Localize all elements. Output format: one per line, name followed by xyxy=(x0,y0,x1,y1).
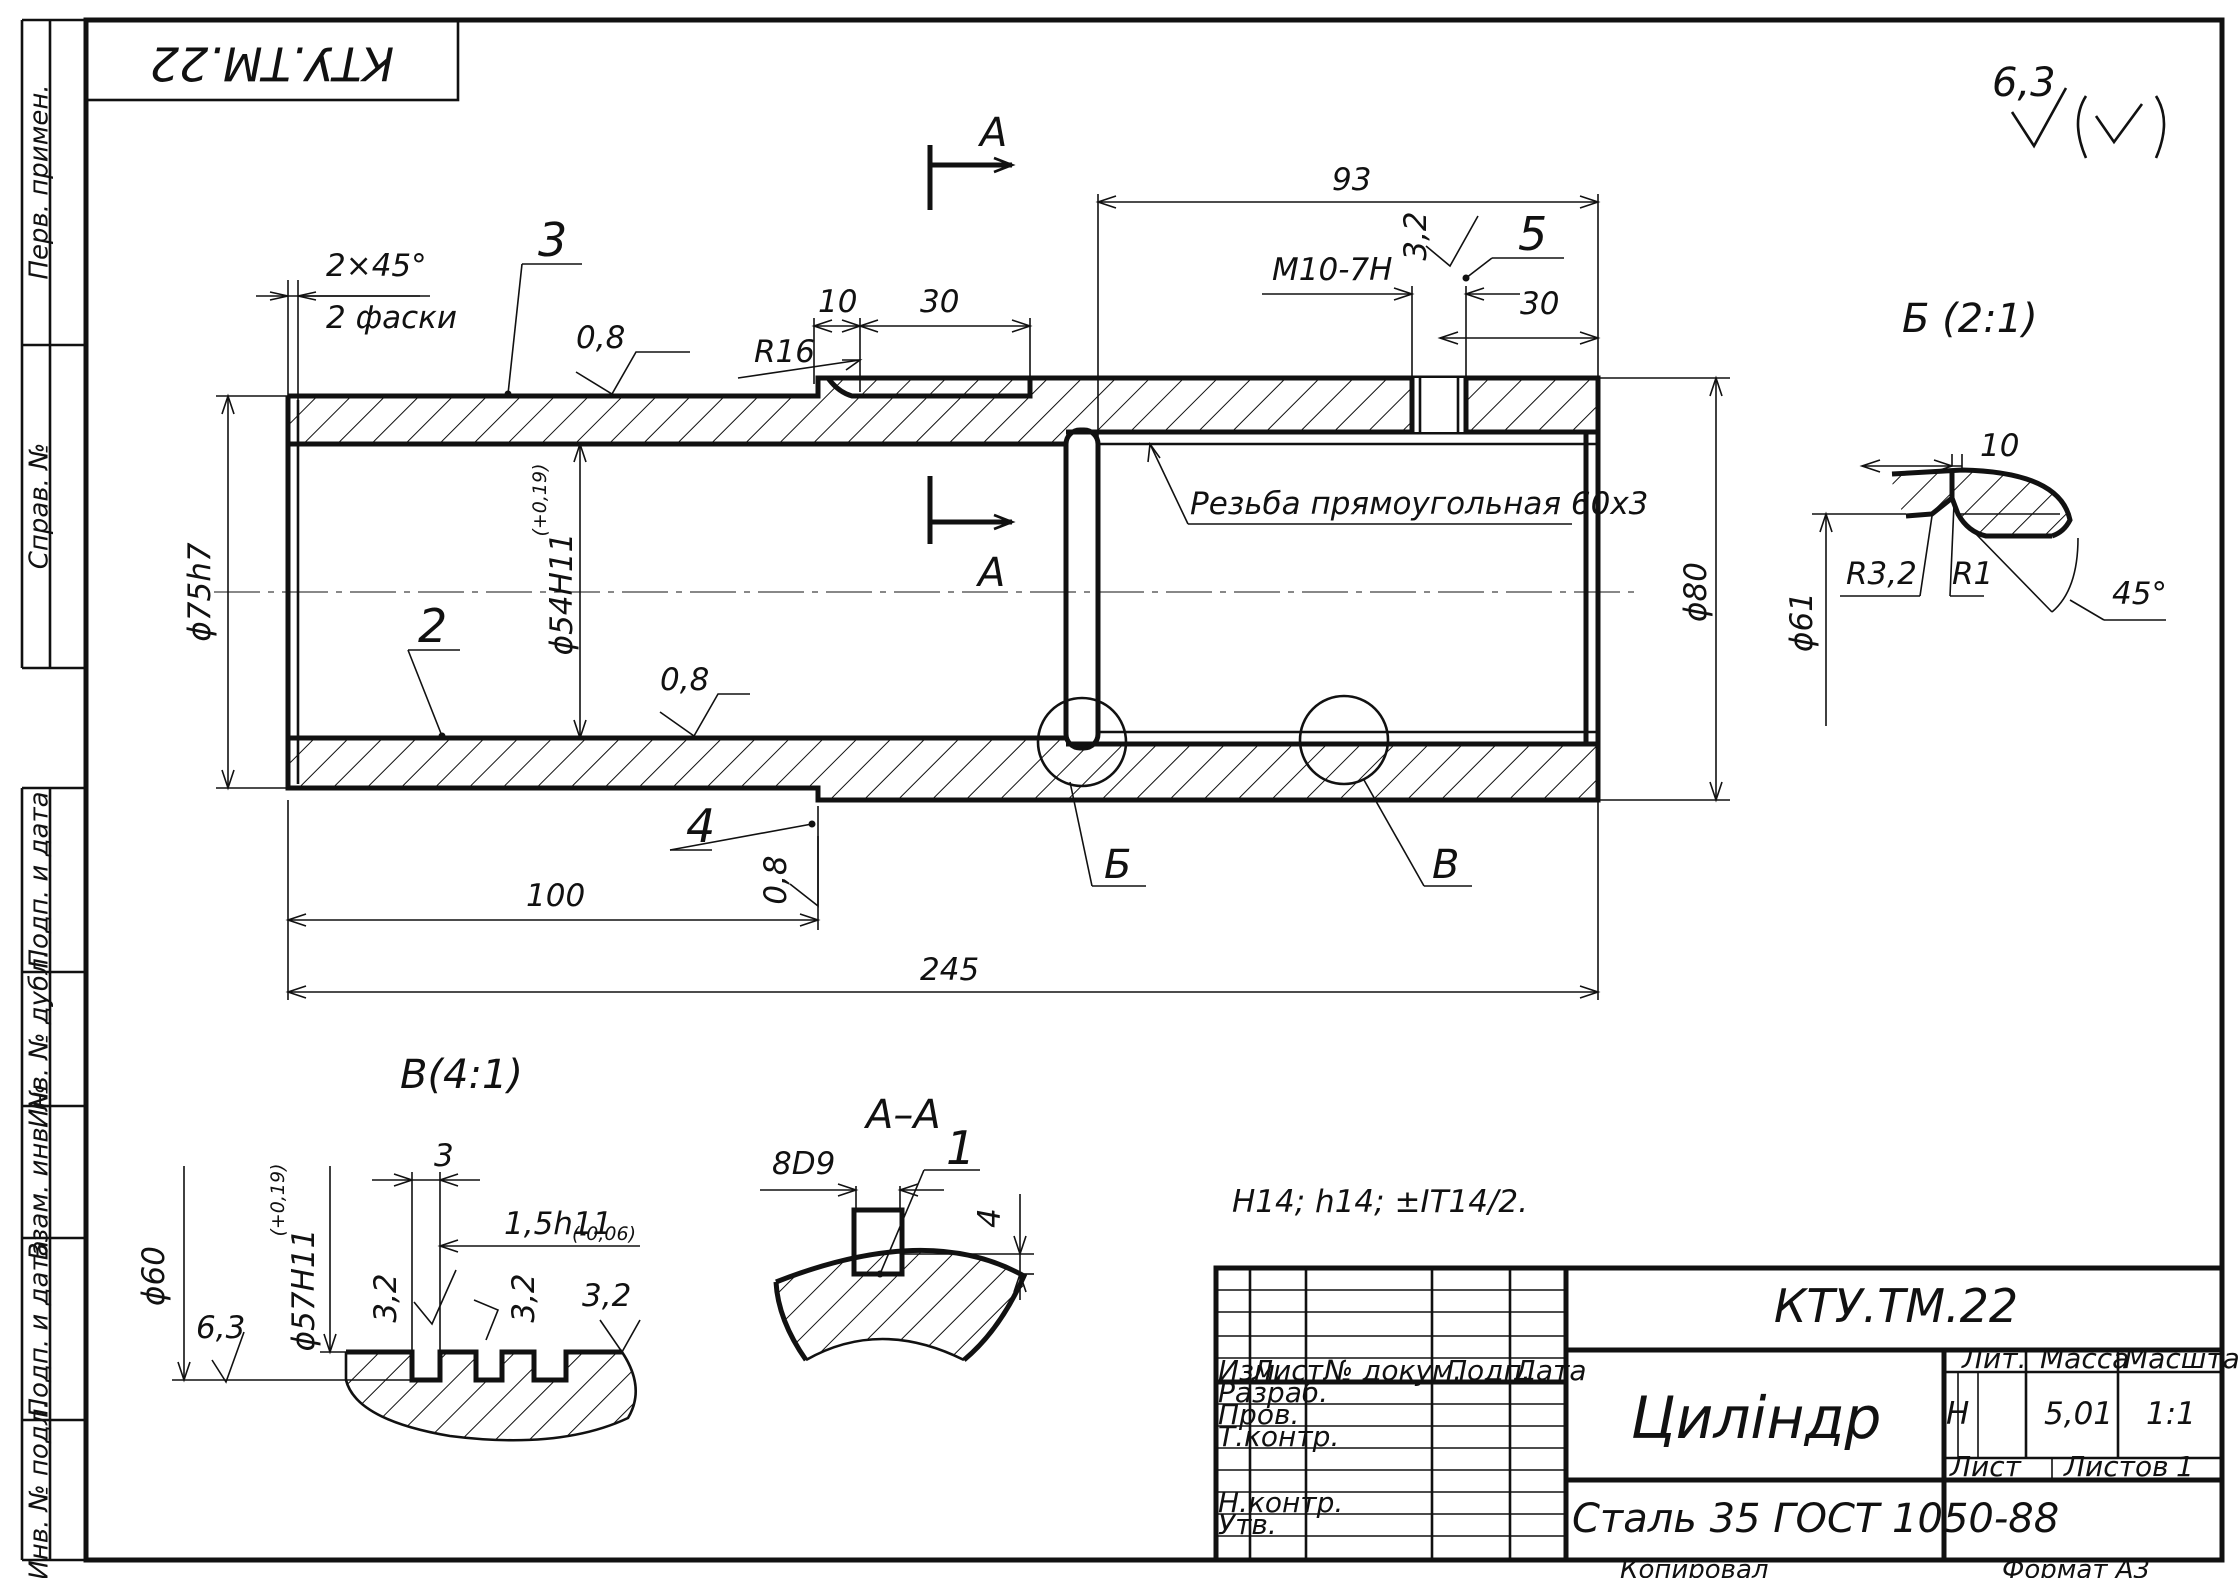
detail-b-title: Б (2:1) xyxy=(1902,296,2038,342)
detail-v-rough-32c: 3,2 xyxy=(582,1278,631,1314)
dim-30a: 30 xyxy=(920,284,959,320)
dim-d75: ϕ75h7 xyxy=(182,542,218,642)
section-aa-title: А–А xyxy=(863,1092,941,1138)
roughness-32-hole: 3,2 xyxy=(1398,211,1434,260)
leader-3: 3 xyxy=(538,213,567,267)
tb-sheets-label: Листов xyxy=(2063,1450,2169,1483)
tb-col-doc: № докум. xyxy=(1322,1354,1462,1387)
detail-v-d57: ϕ57H11 xyxy=(286,1229,322,1352)
tb-lit-value: Н xyxy=(1946,1396,1969,1432)
tb-row-utv: Утв. xyxy=(1218,1508,1277,1541)
title-material: Сталь 35 ГОСТ 1050-88 xyxy=(1572,1496,2059,1542)
leader-4: 4 xyxy=(686,799,715,853)
tb-row-tkontr: Т.контр. xyxy=(1218,1420,1339,1453)
title-code: КТУ.ТМ.22 xyxy=(1774,1279,2018,1333)
leader-5: 5 xyxy=(1518,207,1547,261)
dim-245: 245 xyxy=(920,952,979,988)
drawing-frame xyxy=(20,17,2225,1563)
detail-v-dim-3: 3 xyxy=(434,1138,454,1174)
dim-chamfer-note: 2 фаски xyxy=(326,300,457,336)
detail-v-rough-63: 6,3 xyxy=(196,1310,245,1346)
dim-d54-tol: (+0,19) xyxy=(529,463,551,536)
dim-10: 10 xyxy=(818,284,857,320)
detail-b-r32: R3,2 xyxy=(1846,556,1917,592)
tb-col-data: Дата xyxy=(1512,1354,1587,1387)
side-field-sprav: Справ. № xyxy=(25,443,55,569)
detail-v-d57-tol: (+0,19) xyxy=(267,1163,289,1236)
bottom-wall-hatch xyxy=(288,738,1598,800)
stamp-top: КТУ.ТМ.22 xyxy=(150,37,394,91)
tb-row-nkontr: Н.контр. xyxy=(1218,1486,1343,1519)
detail-b-d61: ϕ61 xyxy=(1784,592,1820,652)
tb-mass-value: 5,01 xyxy=(2044,1396,2113,1432)
side-field-podp-data-1: Подп. и дата xyxy=(25,791,55,968)
footer-copied: Копировал xyxy=(1620,1555,1769,1578)
side-field-inv-dubl: Инв. № дубл. xyxy=(25,950,55,1128)
tb-scale-label: Масштаб xyxy=(2124,1342,2238,1375)
section-cut-label-bottom: А xyxy=(975,550,1005,596)
section-aa-depth: 4 xyxy=(972,1208,1008,1228)
section-aa-key: 8D9 xyxy=(772,1146,835,1182)
detail-v-rough-32a: 3,2 xyxy=(368,1273,404,1322)
detail-b-marker: Б xyxy=(1104,842,1131,888)
roughness-general-symbol xyxy=(2010,87,2166,159)
roughness-08-top: 0,8 xyxy=(576,320,625,356)
footer-format: Формат А3 xyxy=(2002,1555,2150,1578)
detail-b xyxy=(1812,454,2166,726)
dim-30b: 30 xyxy=(1520,286,1559,322)
detail-b-angle: 45° xyxy=(2112,576,2167,612)
main-view-dimensions xyxy=(216,194,1730,1000)
detail-v-rough-32b: 3,2 xyxy=(506,1273,542,1322)
dim-d80: ϕ80 xyxy=(1678,562,1714,622)
tb-mass-label: Масса xyxy=(2040,1342,2129,1375)
detail-b-r1: R1 xyxy=(1952,556,1993,592)
dim-r16: R16 xyxy=(754,334,815,370)
tb-scale-value: 1:1 xyxy=(2146,1396,2196,1432)
tb-col-izm: Изм. xyxy=(1218,1354,1284,1387)
tb-sheet-label: Лист xyxy=(1949,1450,2022,1483)
title-name: Циліндр xyxy=(1631,1384,1882,1452)
title-block xyxy=(1213,1265,2225,1563)
section-cut-marks xyxy=(927,145,1016,544)
side-field-vzam-inv: Взам. инв. № xyxy=(25,1084,55,1261)
roughness-general-value: 6,3 xyxy=(1992,60,2056,106)
tb-sheets-value: 1 xyxy=(2176,1450,2194,1483)
tb-row-razrab: Разраб. xyxy=(1218,1376,1328,1409)
top-wall-hatch xyxy=(288,378,1598,444)
roughness-08-step: 0,8 xyxy=(758,855,794,904)
detail-v xyxy=(172,1166,641,1442)
roughness-08-bottom: 0,8 xyxy=(660,662,709,698)
dim-100: 100 xyxy=(526,878,585,914)
leader-2: 2 xyxy=(418,599,447,653)
detail-v-groove-tol: (-0,06) xyxy=(572,1223,636,1245)
thread-note: Резьба прямоугольная 60x3 xyxy=(1190,486,1648,522)
section-cut-label-top: А xyxy=(977,110,1007,156)
tolerance-note: H14; h14; ±IT14/2. xyxy=(1232,1184,1528,1220)
tb-col-list: Лист xyxy=(1251,1354,1324,1387)
leader-1-section: 1 xyxy=(946,1121,975,1175)
dim-d54: ϕ54H11 xyxy=(544,533,580,656)
main-view xyxy=(214,375,1640,803)
tb-row-prov: Пров. xyxy=(1218,1398,1299,1431)
detail-v-d60: ϕ60 xyxy=(136,1246,172,1306)
tb-lit-label: Лит. xyxy=(1961,1342,2026,1375)
dim-m10: M10-7H xyxy=(1272,252,1392,288)
section-aa xyxy=(760,1169,1034,1362)
side-field-podp-data-2: Подп. и дата xyxy=(25,1240,55,1417)
detail-b-dim-10: 10 xyxy=(1980,428,2019,464)
tb-col-podp: Подп. xyxy=(1446,1354,1531,1387)
side-field-perv-primen: Перв. примен. xyxy=(25,84,55,279)
detail-v-groove: 1,5h11 xyxy=(504,1206,612,1242)
detail-v-title: В(4:1) xyxy=(400,1052,523,1098)
dim-93: 93 xyxy=(1332,162,1371,198)
detail-v-marker: В xyxy=(1432,842,1459,888)
side-field-inv-podl: Инв. № подл. xyxy=(25,1400,55,1578)
dim-chamfer: 2×45° xyxy=(326,248,427,284)
